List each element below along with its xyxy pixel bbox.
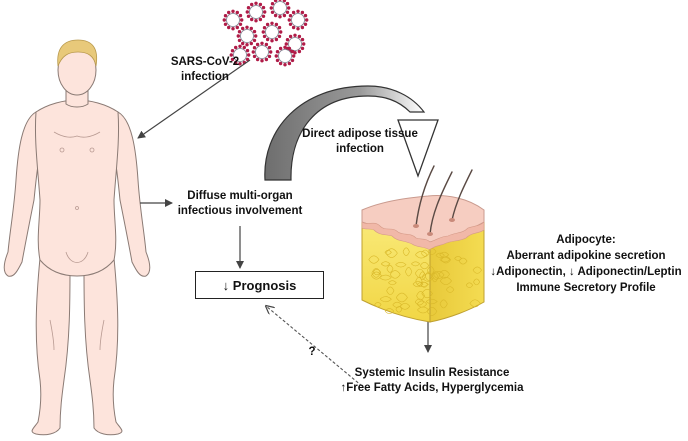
adipocyte-line-1: Adipocyte: (556, 234, 616, 246)
right-leg (83, 257, 123, 436)
virus-particle (236, 25, 258, 47)
insulin-resistance-label: Systemic Insulin Resistance ↑Free Fatty … (340, 366, 524, 396)
direct-adipose-infection-label: Direct adipose tissue infection (290, 127, 430, 157)
insulin-line-1: Systemic Insulin Resistance (354, 367, 510, 379)
infection-line-1: SARS-CoV-2 (170, 56, 240, 68)
human-figure (3, 39, 151, 436)
infection-line-2: infection (181, 71, 229, 83)
adipose-tissue-block (361, 165, 485, 323)
multiorgan-line-2: infectious involvement (177, 205, 303, 217)
virus-particle (269, 0, 291, 19)
virus-particle (245, 1, 267, 23)
virus-particle (261, 21, 283, 43)
prognosis-label: ↓ Prognosis (222, 277, 297, 293)
right-arm (111, 111, 151, 277)
direct-adipose-line-1: Direct adipose tissue (302, 128, 418, 140)
sars-cov-2-infection-label: SARS-CoV-2 infection (150, 55, 260, 85)
virus-particle (222, 9, 244, 31)
virus-particle (251, 41, 273, 63)
adipocyte-line-3: ↓Adiponectin, ↓ Adiponectin/Leptin (490, 266, 682, 278)
virus-particle (287, 9, 309, 31)
question-mark-label: ? (308, 346, 316, 358)
dashed-arrow-insulin-to-prognosis (266, 306, 363, 387)
multiorgan-involvement-label: Diffuse multi-organ infectious involveme… (165, 189, 315, 219)
arrow-virus-to-human (137, 59, 251, 139)
hair (57, 39, 98, 67)
curved-arrow-direct-infection (264, 85, 439, 181)
left-leg (31, 257, 71, 436)
adipocyte-line-2: Aberrant adipokine secretion (506, 250, 666, 262)
insulin-line-2: ↑Free Fatty Acids, Hyperglycemia (340, 382, 524, 394)
multiorgan-line-1: Diffuse multi-organ (187, 190, 293, 202)
adipocyte-line-4: Immune Secretory Profile (516, 282, 656, 294)
direct-adipose-line-2: infection (336, 143, 384, 155)
prognosis-box: ↓ Prognosis (195, 271, 324, 299)
left-arm (3, 111, 43, 277)
virus-particle (229, 44, 251, 66)
adipocyte-label: Adipocyte: Aberrant adipokine secretion … (488, 232, 684, 296)
torso (34, 99, 120, 277)
virus-particle (274, 45, 296, 67)
virus-cluster (222, 0, 309, 67)
